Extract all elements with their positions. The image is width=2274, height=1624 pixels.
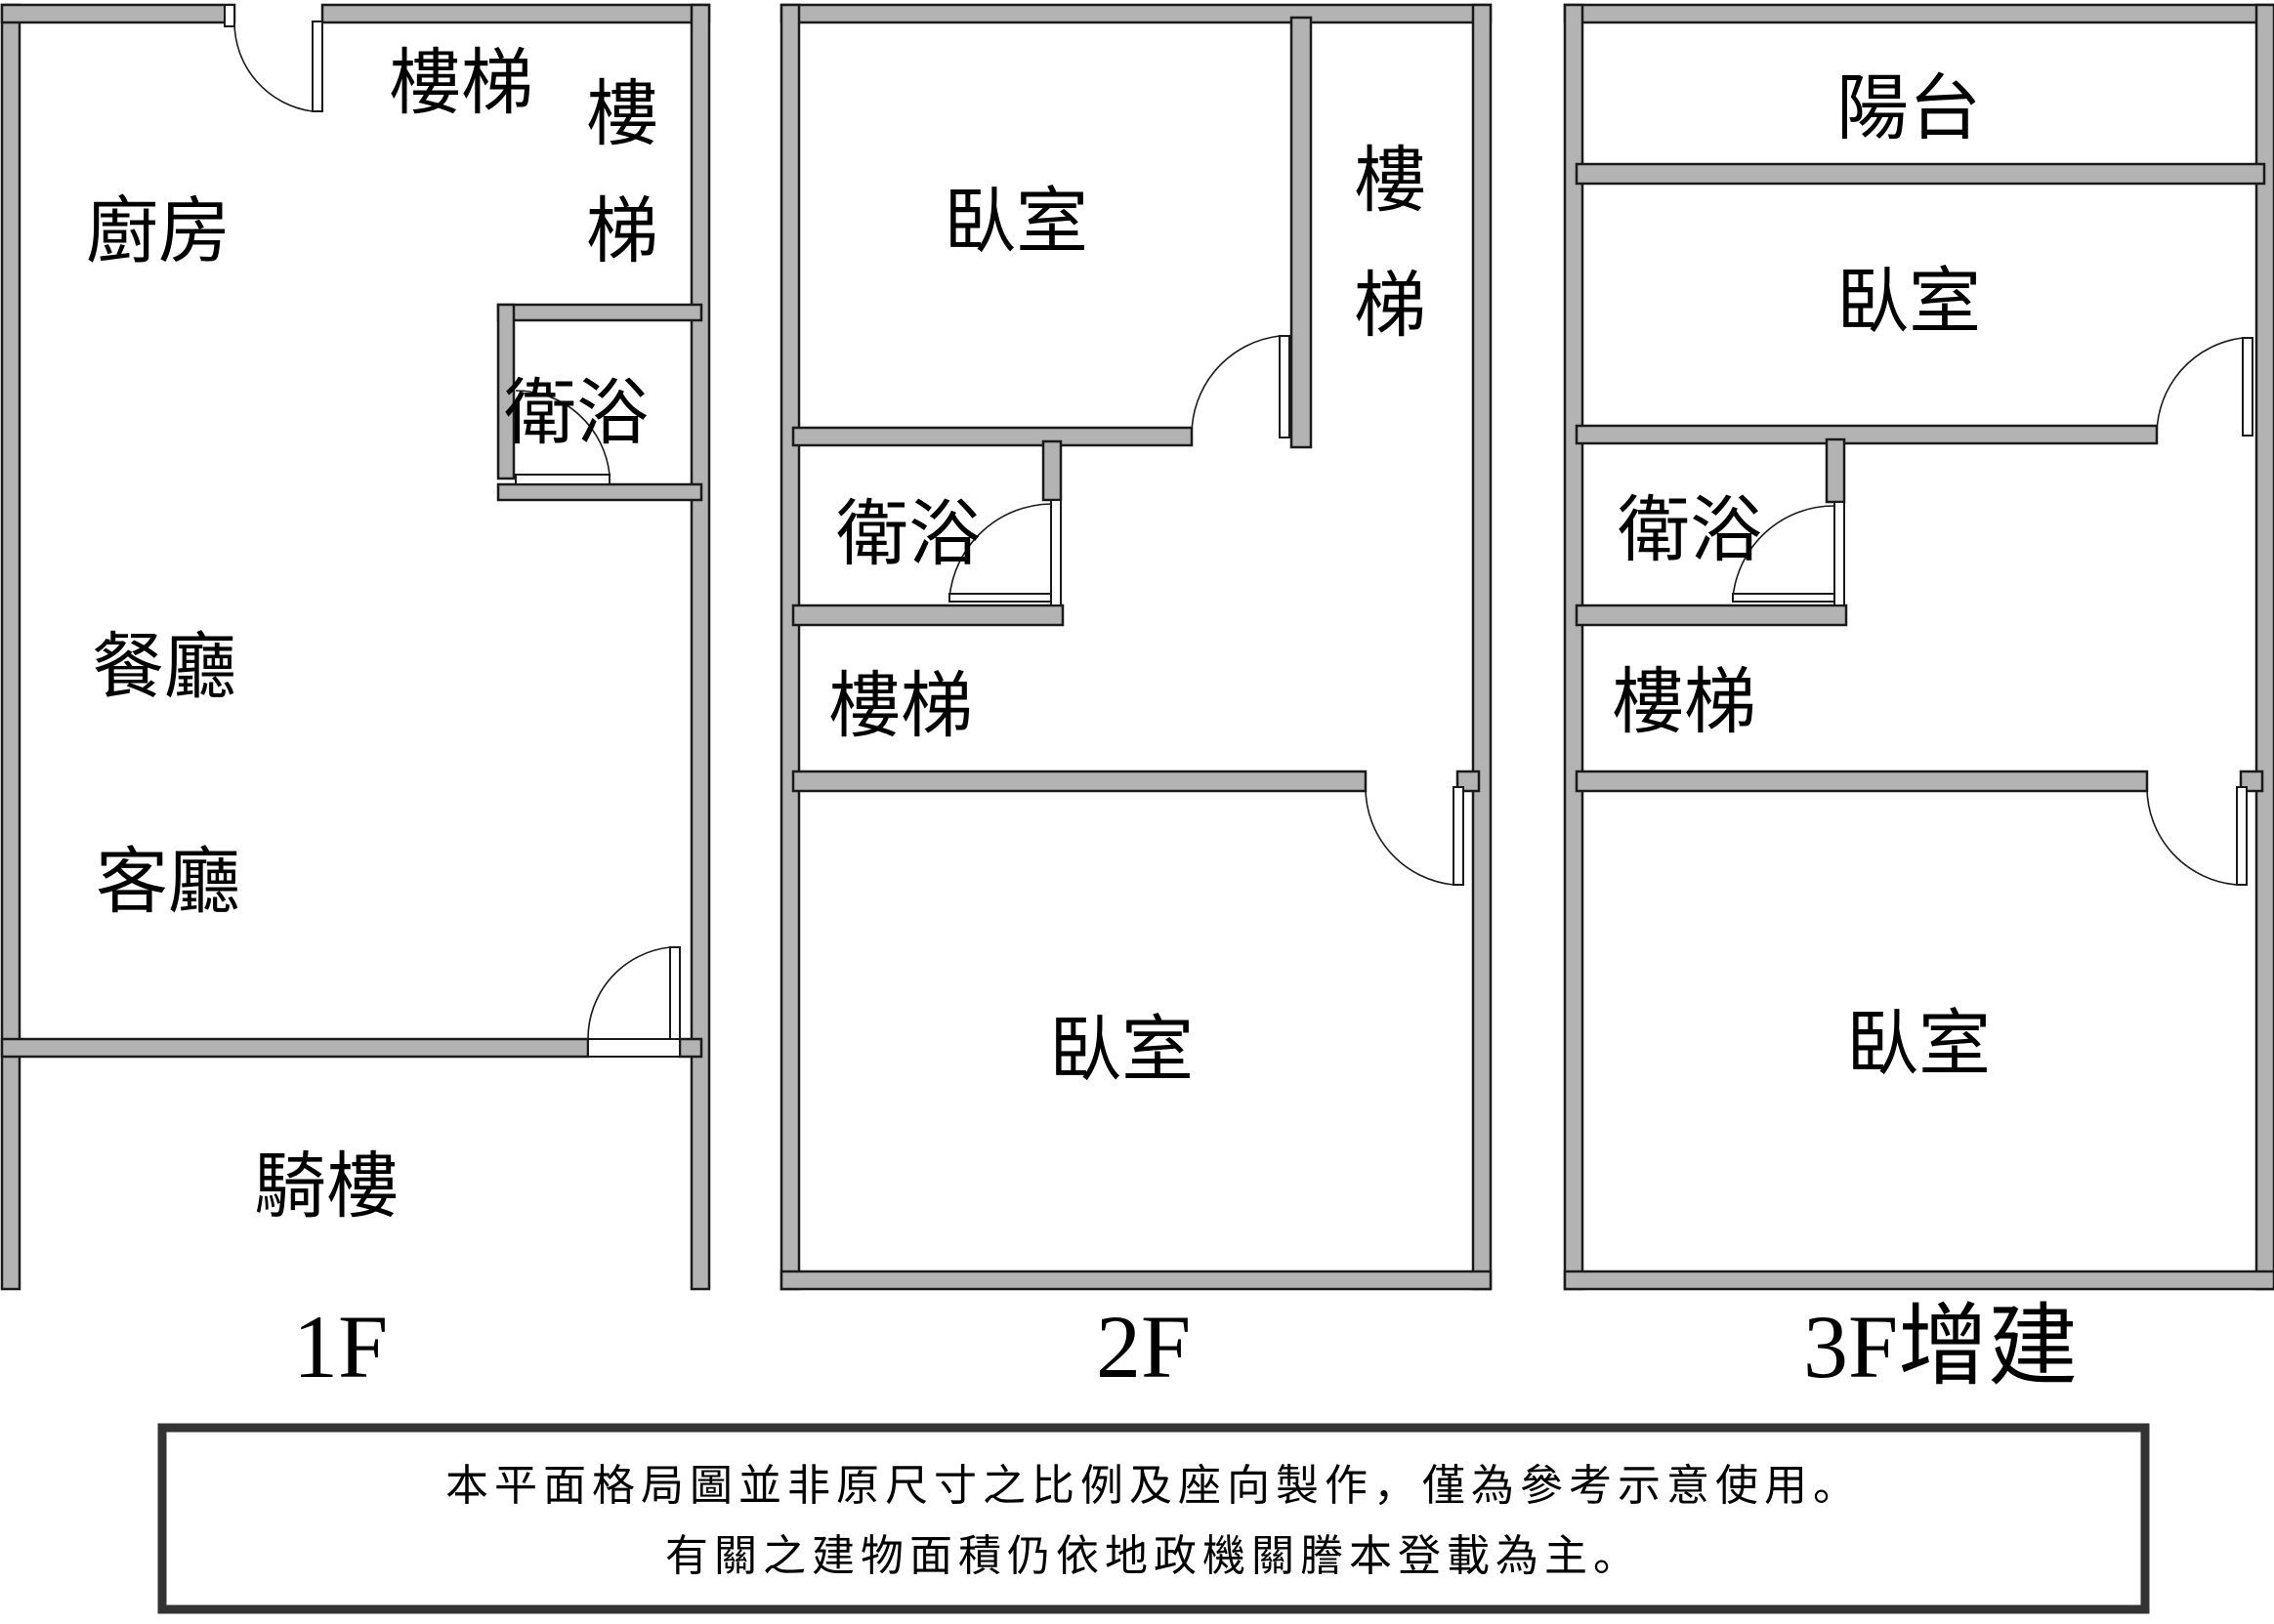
2f-bedroom-top-wall-bottom <box>791 426 1194 447</box>
3f-floor-label: 3F增建 <box>1803 1297 2078 1396</box>
3f-stairs-label: 樓梯 <box>1612 660 1756 744</box>
disclaimer-line-2: 有關之建物面積仍依地政機關謄本登載為主。 <box>665 1531 1642 1581</box>
1f-arcade-wall <box>0 1037 590 1059</box>
floor-1f: 樓梯 樓 梯 廚房 衛浴 餐廳 客廳 騎樓 1F <box>0 3 711 1396</box>
2f-wall-top <box>779 3 1493 24</box>
3f-bath-wall-right <box>1825 437 1846 504</box>
2f-wall-bottom <box>779 1270 1493 1291</box>
3f-bath-wall-bottom <box>1575 604 1848 627</box>
2f-bedroom-top-wall-right <box>1289 16 1313 449</box>
floor-3f: 陽台 臥室 衛浴 樓梯 臥室 3F增建 <box>1563 3 2274 1396</box>
3f-wall-right <box>2254 3 2274 1291</box>
2f-bedroom-top-label: 臥室 <box>944 180 1088 264</box>
3f-wall-left <box>1563 3 1584 1291</box>
1f-wall-top-right <box>320 3 711 24</box>
1f-living-label: 客廳 <box>96 840 240 924</box>
3f-bedroom-top-label: 臥室 <box>1836 260 1981 344</box>
3f-balcony-wall <box>1575 162 2266 186</box>
2f-stairs-label: 樓梯 <box>828 664 973 748</box>
3f-wall-top <box>1563 3 2274 24</box>
2f-bathroom-label: 衛浴 <box>836 492 981 576</box>
3f-bedroom-bottom-door <box>2146 786 2248 886</box>
2f-wall-left <box>779 3 801 1291</box>
1f-wall-right <box>690 3 711 1291</box>
2f-floor-label: 2F <box>1096 1297 1191 1396</box>
3f-bedroom-top-wall-bottom <box>1575 424 2159 445</box>
2f-bath-wall-bottom <box>791 604 1065 627</box>
1f-floor-label: 1F <box>293 1297 388 1396</box>
1f-arcade-wall-right-stub <box>678 1037 703 1059</box>
2f-stairs-wall-bottom <box>791 770 1368 793</box>
3f-bathroom-label: 衛浴 <box>1618 488 1762 572</box>
3f-balcony-label: 陽台 <box>1836 66 1981 150</box>
1f-arcade-door <box>587 946 681 1058</box>
1f-bath-wall-top <box>496 303 703 322</box>
2f-bedroom-top-door <box>1191 335 1290 438</box>
3f-bedroom-bottom-label: 臥室 <box>1846 1002 1991 1086</box>
2f-wall-right <box>1471 3 1493 1291</box>
2f-bathroom-door <box>948 499 1062 606</box>
3f-bedroom-top-door <box>2156 337 2253 437</box>
1f-wall-left <box>0 3 21 1291</box>
1f-bathroom-door <box>515 390 611 485</box>
floor-2f: 臥室 樓 梯 衛浴 樓梯 臥室 2F <box>779 3 1493 1396</box>
2f-bedroom-bottom-door <box>1365 786 1464 886</box>
1f-bath-wall-bottom <box>496 482 703 502</box>
2f-bath-wall-right <box>1041 439 1063 502</box>
1f-bath-wall-left <box>496 303 516 480</box>
1f-dining-label: 餐廳 <box>92 625 236 709</box>
3f-wall-bottom <box>1563 1270 2274 1291</box>
1f-bathroom-label: 衛浴 <box>504 371 649 455</box>
1f-arcade-label: 騎樓 <box>254 1145 399 1228</box>
1f-stairs-side-label-2: 梯 <box>586 189 658 273</box>
1f-entrance-door <box>224 4 323 112</box>
disclaimer-notice: 本平面格局圖並非原尺寸之比例及座向製作，僅為參考示意使用。 有關之建物面積仍依地… <box>157 1423 2150 1614</box>
3f-bathroom-door <box>1732 501 1845 606</box>
disclaimer-box <box>157 1423 2150 1614</box>
disclaimer-line-1: 本平面格局圖並非原尺寸之比例及座向製作，僅為參考示意使用。 <box>445 1461 1862 1511</box>
2f-stairs-side-label-2: 梯 <box>1354 264 1426 348</box>
1f-stairs-top-label: 樓梯 <box>389 41 533 125</box>
1f-wall-top-left <box>0 3 236 24</box>
3f-stairs-wall-bottom <box>1575 770 2149 793</box>
2f-bedroom-bottom-label: 臥室 <box>1049 1008 1194 1092</box>
2f-stairs-side-label-1: 樓 <box>1354 139 1426 223</box>
1f-kitchen-label: 廚房 <box>86 189 231 273</box>
1f-stairs-side-label-1: 樓 <box>586 72 658 156</box>
